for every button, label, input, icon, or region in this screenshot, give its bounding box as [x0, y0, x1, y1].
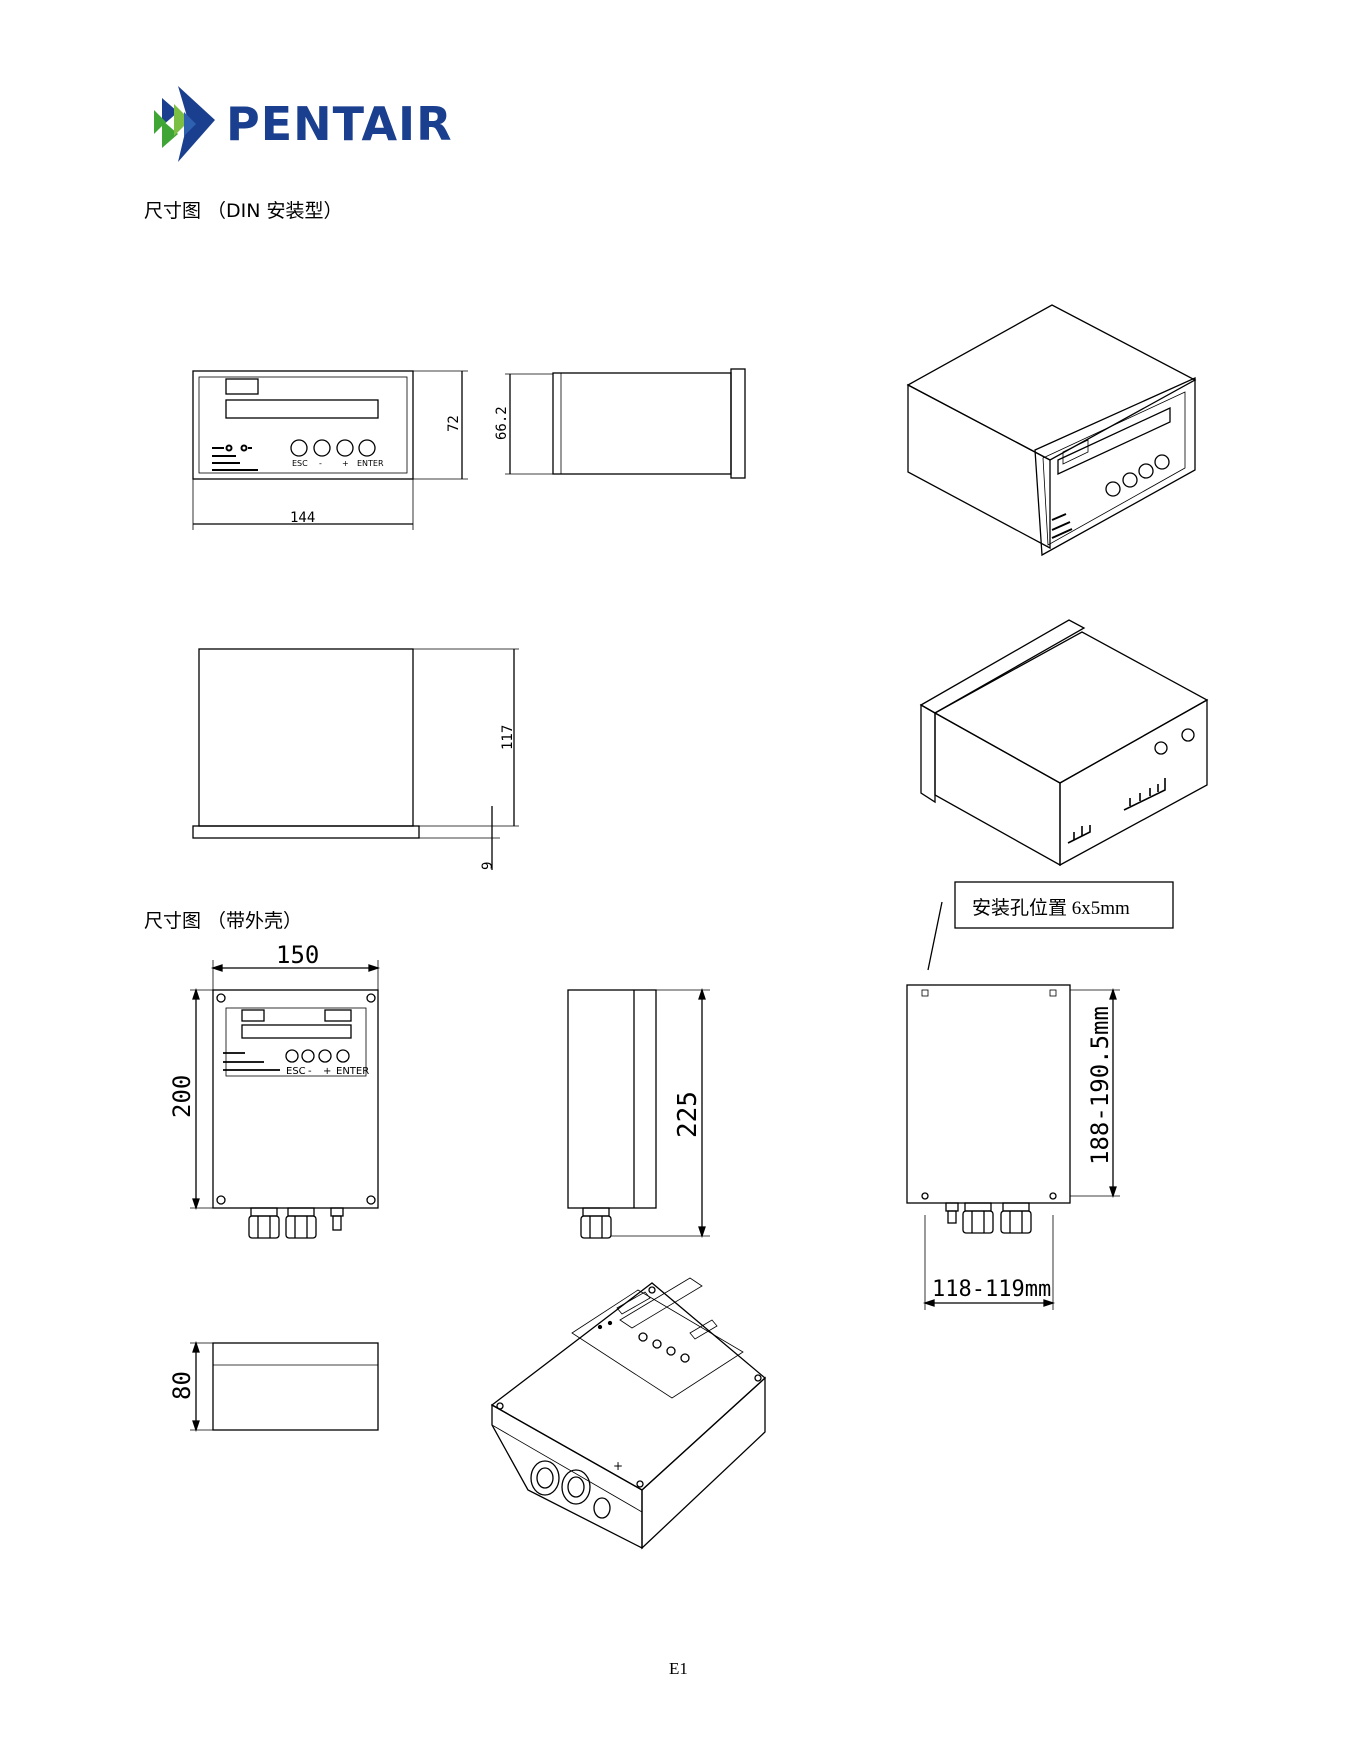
din-side-view: 66.2 — [494, 368, 746, 479]
din-height-value: 72 — [446, 415, 462, 432]
mounting-vertical-value: 188-190.5mm — [1086, 1006, 1114, 1165]
wall-plus-label: + — [323, 1066, 331, 1077]
section-title-wall: 尺寸图 （带外壳） — [144, 910, 302, 932]
mounting-hole-callout: 安装孔位置 6x5mm — [927, 881, 1174, 971]
wall-isometric-cable-glands — [530, 1460, 611, 1519]
din-dim-144: 144 — [192, 479, 414, 530]
din-flange-value: 9 — [480, 862, 496, 870]
mounting-horizontal-value: 118-119mm — [932, 1277, 1051, 1302]
wall-esc-label: ESC — [286, 1066, 306, 1077]
wall-top-view: 80 — [168, 1340, 379, 1433]
din-dim-72: 72 — [413, 370, 468, 480]
wall-isometric-view: + — [490, 1277, 766, 1550]
wall-depth-value: 80 — [168, 1371, 196, 1400]
din-front-view: ESC - + ENTER — [192, 370, 414, 480]
din-minus-label: - — [319, 459, 322, 468]
wall-width-value: 150 — [276, 941, 319, 969]
wall-height-value: 200 — [168, 1075, 196, 1118]
wall-side-view: 225 — [567, 987, 710, 1239]
pentair-logo-mark-icon — [154, 86, 215, 162]
wall-dim-horizontal-holes: 118-119mm — [922, 1215, 1056, 1310]
pentair-logo-wordmark: PENTAIR — [226, 97, 453, 151]
wall-front-view: ESC - + ENTER — [212, 989, 379, 1239]
din-plus-label: + — [342, 459, 349, 468]
din-inner-height-value: 66.2 — [494, 406, 510, 440]
wall-minus-label: - — [308, 1066, 312, 1077]
wall-side-height-value: 225 — [673, 1091, 703, 1138]
page-number: E1 — [669, 1659, 688, 1678]
wall-dim-150: 150 — [210, 941, 381, 990]
wall-iso-plus-mark: + — [613, 1459, 623, 1473]
din-isometric-back — [919, 619, 1209, 867]
mounting-hole-text: 安装孔位置 6x5mm — [972, 897, 1130, 919]
pentair-logo: PENTAIR — [154, 86, 453, 162]
wall-back-view — [906, 984, 1071, 1234]
din-isometric-front — [906, 304, 1197, 557]
wall-front-cable-glands — [248, 1207, 344, 1239]
din-depth-value: 117 — [500, 725, 516, 750]
wall-dim-200: 200 — [168, 987, 213, 1211]
din-width-value: 144 — [290, 510, 315, 526]
section-title-din: 尺寸图 （DIN 安装型） — [144, 200, 343, 222]
din-esc-label: ESC — [292, 459, 308, 468]
din-enter-label: ENTER — [357, 459, 384, 468]
wall-enter-label: ENTER — [336, 1066, 369, 1077]
wall-dim-vertical-holes: 188-190.5mm — [1070, 987, 1120, 1199]
din-top-view: 117 9 — [192, 648, 519, 870]
